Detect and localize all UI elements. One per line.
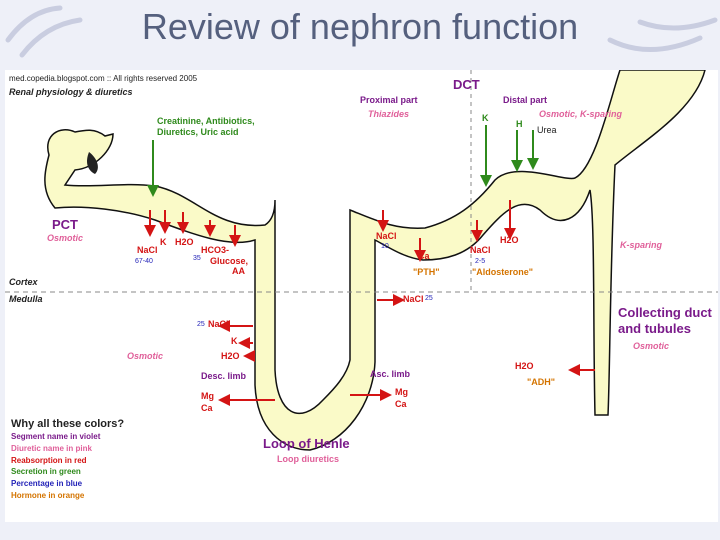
legend-item: Reabsorption in red — [11, 455, 87, 465]
reab-mg-left: Mg — [201, 391, 214, 401]
reab-cd-h2o: H2O — [515, 361, 534, 371]
copyright-text: med.copedia.blogspot.com :: All rights r… — [9, 74, 198, 83]
legend-item: Segment name in violet — [11, 432, 101, 442]
reab-dct-nacl-2: NaCl — [470, 245, 491, 255]
reab-pct-nacl: NaCl — [137, 245, 158, 255]
reab-mg-right: Mg — [395, 387, 408, 397]
diuretic-loop: Loop diuretics — [277, 454, 340, 464]
segment-pct: PCT — [52, 217, 78, 232]
secretion-pct-line1: Creatinine, Antibiotics, — [157, 116, 255, 126]
reab-desc-h2o: H2O — [221, 351, 240, 361]
segment-dct: DCT — [453, 77, 480, 92]
diuretic-distal-dct: Osmotic, K-sparing — [539, 109, 623, 119]
secretion-dct-urea: Urea — [537, 125, 557, 135]
reab-ca-left: Ca — [201, 403, 213, 413]
reab-dct-h2o: H2O — [500, 235, 519, 245]
legend-item: Percentage in blue — [11, 479, 83, 489]
nephron-tubule — [44, 70, 706, 451]
segment-distal-part: Distal part — [503, 95, 548, 105]
color-legend: Why all these colors? Segment name in vi… — [11, 418, 124, 504]
slide-title: Review of nephron function — [141, 6, 579, 47]
diuretic-desc-osmotic: Osmotic — [127, 351, 164, 361]
segment-collecting-tubules: and tubules — [618, 321, 691, 336]
segment-proximal-part: Proximal part — [360, 95, 418, 105]
reab-desc-k: K — [231, 336, 238, 346]
segment-asc-limb: Asc. limb — [370, 369, 411, 379]
pct-nacl-percent: 67-40 — [135, 258, 153, 265]
reab-pct-glucose: Glucose, — [210, 256, 249, 266]
legend-item: Diuretic name in pink — [11, 443, 92, 453]
asc-nacl-percent: 25 — [425, 295, 433, 302]
slide-decoration — [5, 5, 718, 58]
diuretic-pct-osmotic: Osmotic — [47, 233, 84, 243]
pct-hco3-percent: 35 — [193, 255, 201, 262]
hormone-pth: "PTH" — [413, 267, 440, 277]
diagram-panel: med.copedia.blogspot.com :: All rights r… — [5, 70, 718, 522]
legend-title: Why all these colors? — [11, 418, 125, 430]
reab-pct-h2o: H2O — [175, 237, 194, 247]
reab-desc-nacl: NaCl — [208, 319, 229, 329]
segment-loop-of-henle: Loop of Henle — [263, 436, 350, 451]
reab-pct-k: K — [160, 237, 167, 247]
desc-nacl-percent: 25 — [197, 321, 205, 328]
diuretic-thiazides: Thiazides — [368, 109, 410, 119]
reab-pct-hco3: HCO3- — [201, 245, 230, 255]
reab-pct-aa: AA — [232, 266, 245, 276]
diagram-subtitle: Renal physiology & diuretics — [9, 87, 133, 97]
glomerulus-icon — [87, 152, 98, 174]
segment-desc-limb: Desc. limb — [201, 371, 247, 381]
secretion-pct-line2: Diuretics, Uric acid — [157, 127, 239, 137]
reab-dct-ca: Ca — [418, 251, 430, 261]
zone-medulla: Medulla — [9, 294, 43, 304]
reab-dct-nacl-1: NaCl — [376, 231, 397, 241]
diuretic-collecting-osmotic: Osmotic — [633, 341, 670, 351]
segment-collecting-duct: Collecting duct — [618, 305, 712, 320]
legend-item: Hormone in orange — [11, 491, 85, 501]
diuretic-k-sparing: K-sparing — [620, 240, 663, 250]
zone-cortex: Cortex — [9, 277, 38, 287]
dct-nacl1-percent: 10 — [381, 243, 389, 250]
reab-ca-right: Ca — [395, 399, 407, 409]
nephron-diagram — [5, 70, 718, 451]
hormone-adh: "ADH" — [527, 377, 556, 387]
secretion-dct-k: K — [482, 113, 489, 123]
secretion-dct-h: H — [516, 119, 523, 129]
dct-nacl2-percent: 2-5 — [475, 258, 486, 265]
reab-asc-nacl: NaCl — [403, 294, 424, 304]
legend-item: Secretion in green — [11, 467, 81, 477]
hormone-aldosterone: "Aldosterone" — [472, 267, 534, 277]
